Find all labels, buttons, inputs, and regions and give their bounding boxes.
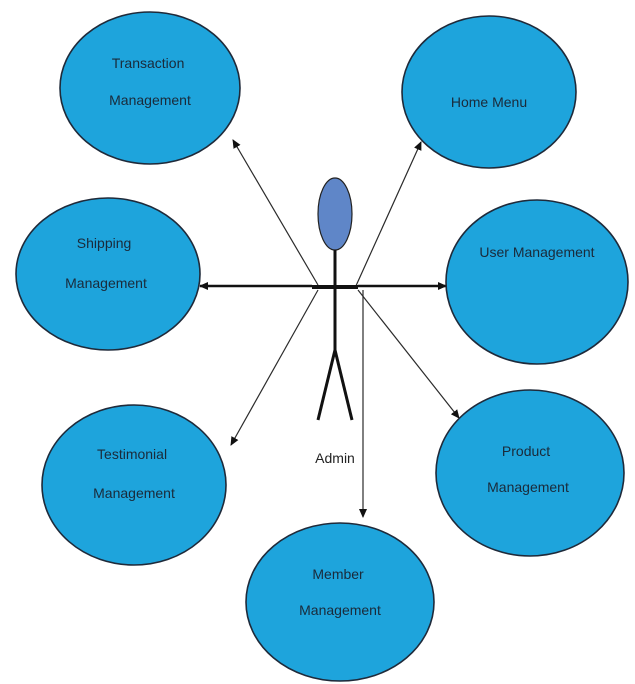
use-case-label-line: User Management bbox=[479, 244, 594, 260]
use-case-ellipse bbox=[59, 11, 241, 165]
use-case-ellipse bbox=[435, 389, 625, 557]
use-case-home: Home Menu bbox=[401, 15, 577, 169]
use-case-ellipse bbox=[401, 15, 577, 169]
svg-text:Member Management: Member Management bbox=[299, 566, 381, 618]
use-case-label-line: Product bbox=[502, 443, 550, 459]
svg-text:User Management: User Management bbox=[479, 244, 594, 260]
actor-head bbox=[317, 177, 353, 251]
use-case-user: User Management bbox=[445, 199, 629, 365]
use-case-label-line: Testimonial bbox=[97, 446, 167, 462]
use-case-shipping: Shipping Management bbox=[15, 197, 201, 351]
use-case-label-line: Management bbox=[65, 275, 147, 291]
use-case-label-line: Home Menu bbox=[451, 94, 527, 110]
use-case-label-line: Management bbox=[109, 92, 191, 108]
assoc-testimonial bbox=[230, 289, 319, 446]
use-case-label-line: Management bbox=[487, 479, 569, 495]
associations bbox=[199, 139, 460, 518]
use-case-product: Product Management bbox=[435, 389, 625, 557]
use-case-ellipse bbox=[245, 522, 435, 682]
use-case-label-line: Member bbox=[312, 566, 364, 582]
svg-text:Testimonial Management: Testimonial Management bbox=[93, 446, 175, 501]
use-case-ellipse bbox=[15, 197, 201, 351]
svg-text:Product Management: Product Management bbox=[487, 443, 569, 495]
use-case-label-line: Shipping bbox=[77, 235, 132, 251]
use-case-label-line: Transaction bbox=[112, 55, 185, 71]
svg-text:Home Menu: Home Menu bbox=[451, 94, 527, 110]
use-case-label-line: Management bbox=[93, 485, 175, 501]
svg-text:Transaction Management: Transaction Management bbox=[109, 55, 191, 108]
actor-left-leg bbox=[316, 349, 337, 421]
use-case-transaction: Transaction Management bbox=[59, 11, 241, 165]
assoc-transaction bbox=[232, 139, 319, 286]
actor-right-leg bbox=[333, 349, 354, 421]
use-case-ellipse bbox=[445, 199, 629, 365]
use-case-testimonial: Testimonial Management bbox=[41, 404, 227, 566]
use-case-member: Member Management bbox=[245, 522, 435, 682]
actor-label: Admin bbox=[315, 450, 355, 466]
svg-text:Shipping Management: Shipping Management bbox=[65, 235, 147, 291]
use-case-label-line: Management bbox=[299, 602, 381, 618]
use-case-ellipse bbox=[41, 404, 227, 566]
actor-admin: Admin bbox=[312, 177, 358, 466]
assoc-product bbox=[357, 289, 460, 419]
assoc-home bbox=[354, 141, 422, 289]
